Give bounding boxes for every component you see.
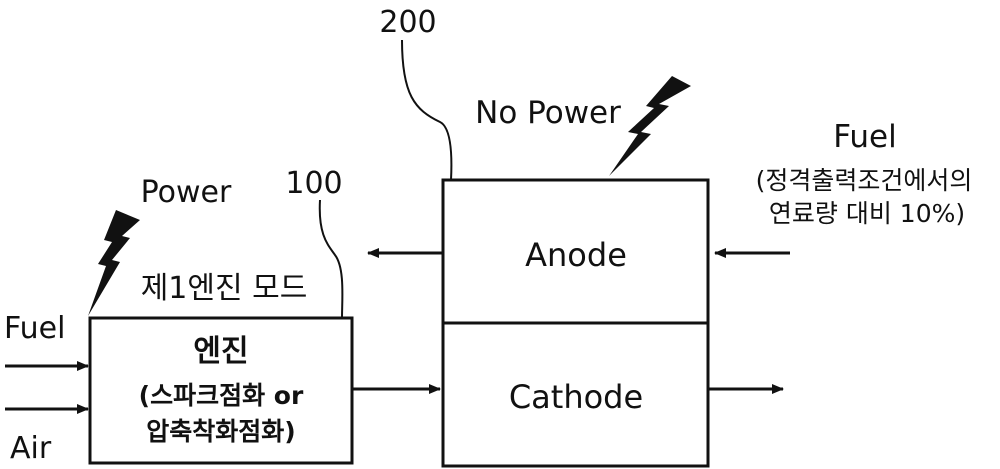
fuel-right-label: Fuel: [833, 119, 896, 155]
fuel-left-label: Fuel: [4, 311, 65, 346]
air-left-label: Air: [10, 431, 52, 466]
fuel-right-note-line1: (정격출력조건에서의: [756, 166, 973, 195]
cathode-label: Cathode: [509, 378, 643, 416]
ref-100-label: 100: [285, 166, 342, 201]
engine-title: 엔진: [193, 334, 248, 369]
lightning-bolt-icon: [609, 76, 691, 176]
anode-label: Anode: [525, 236, 627, 274]
engine-mode-label: 제1엔진 모드: [141, 271, 308, 306]
ref-100-leader: [318, 199, 344, 319]
no-power-label: No Power: [475, 95, 621, 131]
cathode-box: [441, 321, 710, 468]
lightning-bolt-icon: [88, 210, 140, 316]
power-label: Power: [141, 175, 232, 210]
engine-subtitle-line1: (스파크점화 or: [139, 381, 304, 410]
engine-subtitle-line2: 압축착화점화): [146, 417, 295, 446]
ref-200-label: 200: [379, 5, 436, 40]
ref-200-leader: [401, 39, 453, 181]
fuel-right-note-line2: 연료량 대비 10%): [769, 199, 965, 228]
